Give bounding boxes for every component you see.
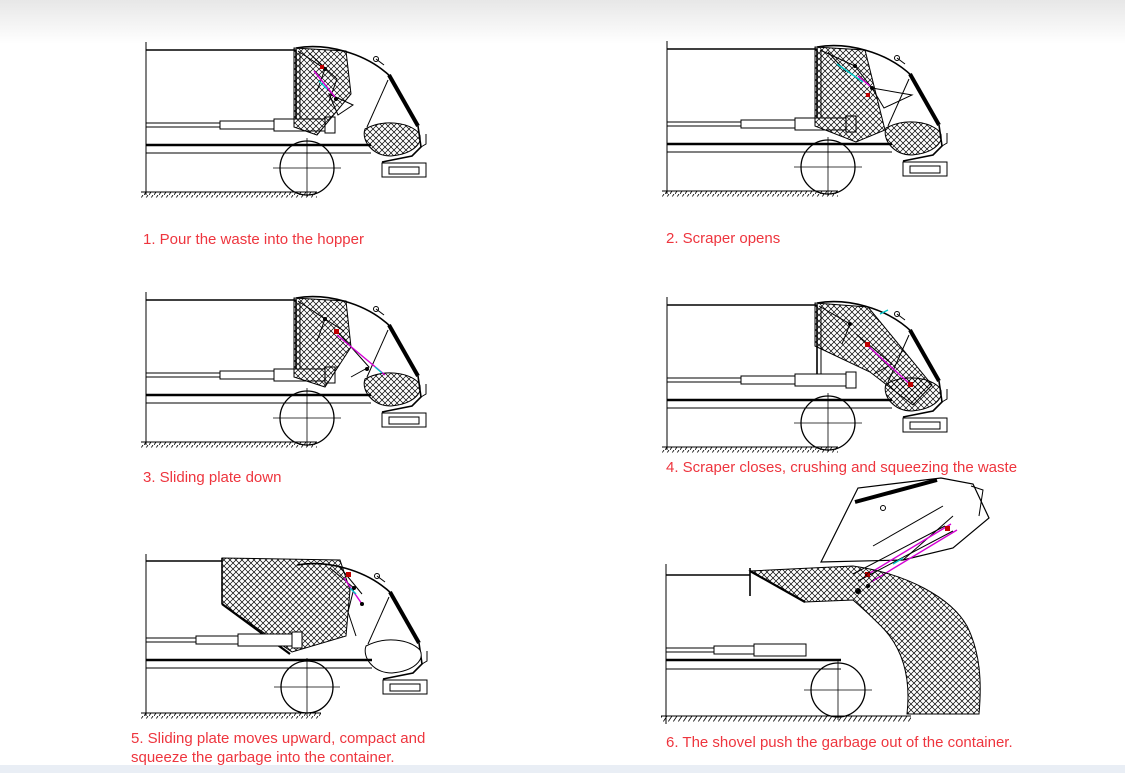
truck-drawing-step-5 bbox=[141, 554, 429, 719]
step-4-illustration bbox=[660, 294, 952, 456]
truck-drawing-step-4 bbox=[660, 295, 949, 454]
truck-drawing-step-3 bbox=[139, 290, 428, 449]
step-4-caption: 4. Scraper closes, crushing and squeezin… bbox=[666, 459, 1018, 476]
step-3-illustration bbox=[139, 289, 431, 451]
step-1-caption: 1. Pour the waste into the hopper bbox=[143, 231, 364, 248]
step-5-illustration bbox=[134, 548, 444, 724]
truck-drawing-step-2 bbox=[660, 39, 949, 198]
step-6-caption: 6. The shovel push the garbage out of th… bbox=[666, 734, 1013, 751]
step-6-illustration bbox=[653, 476, 1025, 728]
step-1-illustration bbox=[139, 39, 431, 201]
truck-drawing-step-1 bbox=[139, 40, 428, 199]
step-3-caption: 3. Sliding plate down bbox=[143, 469, 282, 486]
step-5-caption: 5. Sliding plate moves upward, compact a… bbox=[131, 730, 426, 766]
step-2-caption: 2. Scraper opens bbox=[666, 230, 781, 247]
step-2-illustration bbox=[660, 38, 952, 200]
top-gradient bbox=[0, 0, 1125, 44]
truck-drawing-step-6 bbox=[661, 477, 990, 724]
bottom-strip bbox=[0, 765, 1125, 773]
